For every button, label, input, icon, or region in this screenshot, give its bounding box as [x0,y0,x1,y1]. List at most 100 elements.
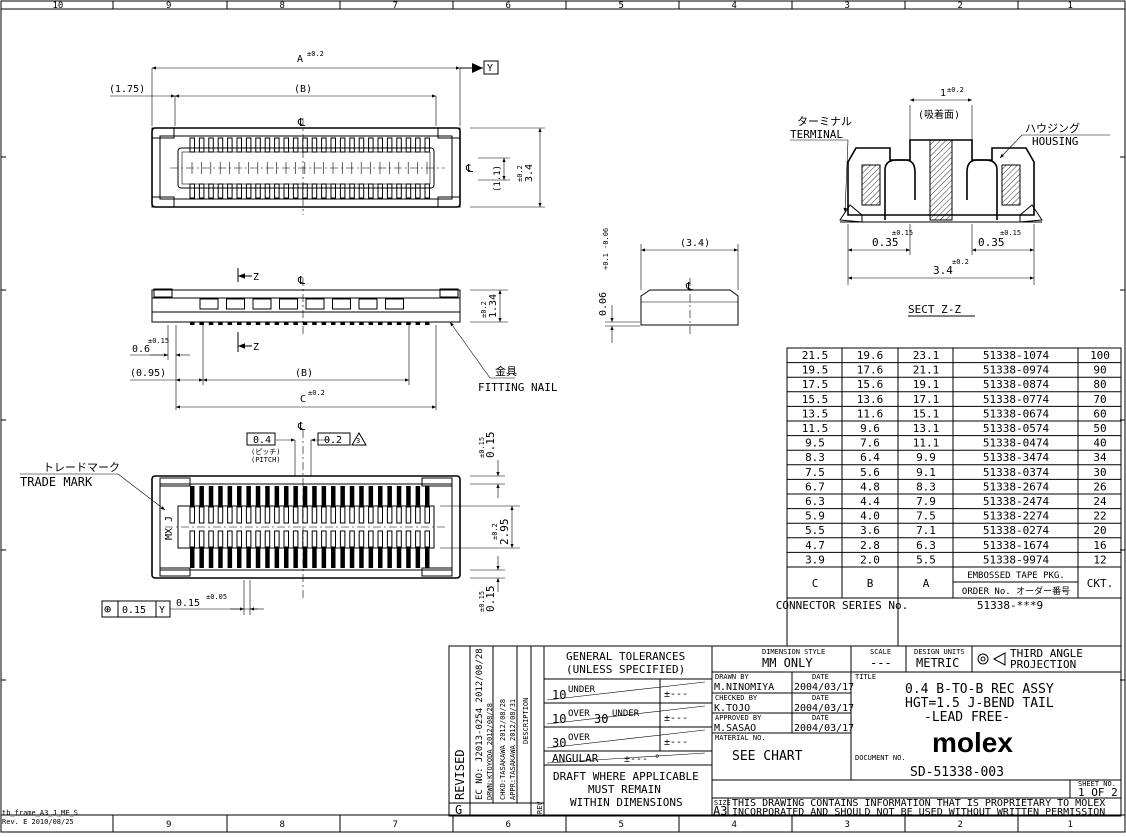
dimension-style-label: DIMENSION STYLE [762,648,825,656]
chart-table-cell: 9.1 [916,466,936,479]
pad [284,486,289,506]
pin-tail [321,322,327,325]
drawn-by-label: DRAWN BY [715,673,750,681]
pin-tail [284,322,289,325]
chart-table-cell: 23.1 [913,349,940,362]
dim-015-pad-tolerance: ±0.05 [206,593,227,601]
trade-mark-en: TRADE MARK [20,475,93,489]
pin-tail [293,322,298,325]
pin [227,183,233,199]
drawn-date: 2004/03/17 [794,682,854,693]
pad [321,548,327,568]
document-label: DOCUMENT NO. [855,754,906,762]
dim-295: 2.95 [498,519,511,546]
dim-006: 0.06 [598,292,609,316]
pitch-en: (PITCH) [251,456,281,464]
chart-table-cell: 51338-0274 [983,524,1050,537]
housing-window [279,298,298,310]
chart-table-cell: 19.1 [913,378,940,391]
pin [415,137,421,153]
chart-table-cell: 17.5 [802,378,829,391]
contact [198,530,205,548]
pin [311,183,318,199]
datum-y: Y [487,63,493,74]
chart-table-cell: 70 [1093,393,1106,406]
dim-015-top: 0.15 [484,432,497,459]
zone-label-top: 1 [1068,1,1073,11]
pad [218,486,223,506]
chart-table-cell: 34 [1093,451,1107,464]
pad [321,486,327,506]
revision-letter: G [455,803,462,817]
chart-table-cell: 100 [1090,349,1110,362]
contact [311,506,318,524]
pin [396,183,402,199]
chart-table-cell: 51338-0974 [983,364,1050,377]
circuit-count-label: CKT. [1087,577,1114,590]
pin [339,183,346,199]
contact [292,506,299,524]
draft-line2: MUST REMAIN [588,783,661,796]
housing-window [226,298,245,310]
pin [415,183,421,199]
contact [198,506,205,524]
chart-table-cell: 9.9 [916,451,936,464]
sheet-size: A3 [713,804,727,818]
pin-tail [199,322,204,325]
title-label: TITLE [855,673,876,681]
chart-table-cell: 3.6 [860,524,880,537]
chart-table-cell: 24 [1093,495,1107,508]
chart-table-cell: 4.7 [805,539,825,552]
pin [386,137,393,153]
pin [386,183,393,199]
chart-table-cell: 3.9 [805,553,825,566]
contact [302,506,308,524]
pin [302,137,308,153]
pad [218,548,223,568]
pin-tail [190,322,195,325]
contact [415,530,421,548]
suction-surface-jp: (吸着面) [918,108,960,121]
pin [358,183,365,199]
pin [264,137,271,153]
chart-table-cell: 11.1 [913,437,940,450]
contact [415,506,421,524]
pin-tail [227,322,233,325]
chart-table-cell: 6.4 [860,451,880,464]
pad [359,548,364,568]
drawing-title-line1: 0.4 B-TO-B REC ASSY [905,682,1054,697]
chart-table-cell: 8.3 [916,480,936,493]
checked-by-label: CHECKED BY [715,694,758,702]
pad [246,548,251,568]
dimension-style: MM ONLY [762,656,813,670]
chart-table-cell: 20 [1093,524,1106,537]
checked-entry: CHKD:TASAKAWA 2012/08/28 [499,699,507,800]
pad [293,486,298,506]
pad [208,548,214,568]
fitting-nail-jp: 金具 [495,364,517,378]
zone-label-top: 10 [53,1,64,11]
chart-table-cell: 51338-2274 [983,510,1050,523]
tol-row3-over: OVER [568,733,590,743]
chart-table-cell: 2.8 [860,539,880,552]
dim-015-pad: 0.15 [176,598,200,609]
zone-label-bottom: 4 [732,820,737,830]
pad [190,548,195,568]
contact [311,530,318,548]
pin-tail [218,322,223,325]
chart-table-cell: 16 [1093,539,1106,552]
section-title: SECT Z-Z [908,303,961,316]
side-view: ℄ Z Z 1.34 ±0.2 0.6 ±0.15 (0.95) (B) C ±… [130,268,558,410]
chart-table-cell: 2.0 [860,553,880,566]
pin-tail [368,322,374,325]
contact [368,506,374,524]
side-view-pins [190,322,430,325]
housing-window [385,298,404,310]
pad [378,548,383,568]
revision-block: REVISED EC NO: J2013-0254 2012/08/28 DRW… [448,645,545,817]
material-label: MATERIAL NO. [715,734,766,742]
tol-row2-tol: ±--- [664,713,688,724]
pin [292,183,299,199]
pad [312,486,317,506]
contact [245,530,252,548]
